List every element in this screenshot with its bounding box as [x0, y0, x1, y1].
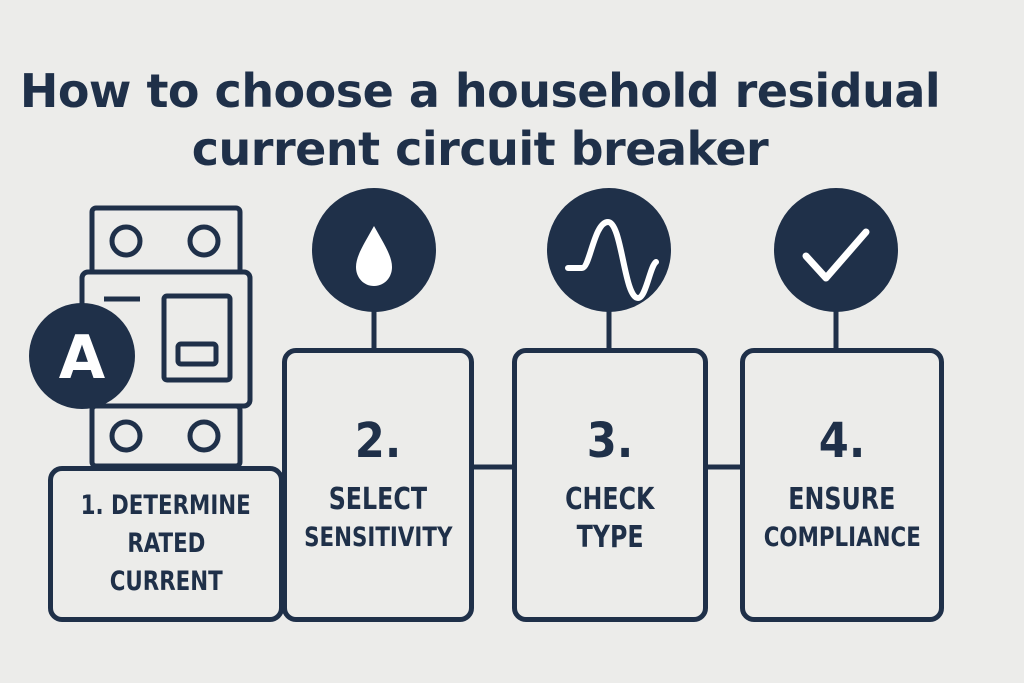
step-4-box: 4. ENSURE COMPLIANCE [740, 348, 944, 622]
step-1-label-line-2: RATED [126, 528, 206, 559]
badge-a-text: A [59, 323, 106, 393]
step-3-label-line-2: TYPE [576, 520, 644, 555]
sine-wave-icon [547, 188, 671, 312]
circuit-breaker-icon [79, 205, 253, 469]
step-1-box: 1. DETERMINE RATED CURRENT [48, 466, 284, 622]
water-drop-icon [312, 188, 436, 312]
badge-a-circle [29, 303, 135, 409]
step-3-box: 3. CHECK TYPE [512, 348, 708, 622]
step-4-number: 4. [818, 413, 866, 469]
title-line-2: current circuit breaker [191, 122, 769, 176]
page-title: How to choose a household residual curre… [0, 62, 960, 178]
step-2-number: 2. [354, 413, 402, 469]
checkmark-icon [774, 188, 898, 312]
step-4-label-line-2: COMPLIANCE [763, 522, 921, 553]
step-4-label-line-1: ENSURE [788, 482, 896, 517]
step-2-label-line-1: SELECT [328, 482, 428, 517]
step-1-label-line-1: 1. DETERMINE [80, 490, 252, 521]
step-3-number: 3. [586, 413, 634, 469]
step-3-label-line-1: CHECK [565, 482, 655, 517]
step-2-box: 2. SELECT SENSITIVITY [282, 348, 474, 622]
step-1-label-line-3: CURRENT [109, 566, 223, 597]
title-line-1: How to choose a household residual [19, 64, 941, 118]
step-2-label-line-2: SENSITIVITY [303, 522, 453, 553]
